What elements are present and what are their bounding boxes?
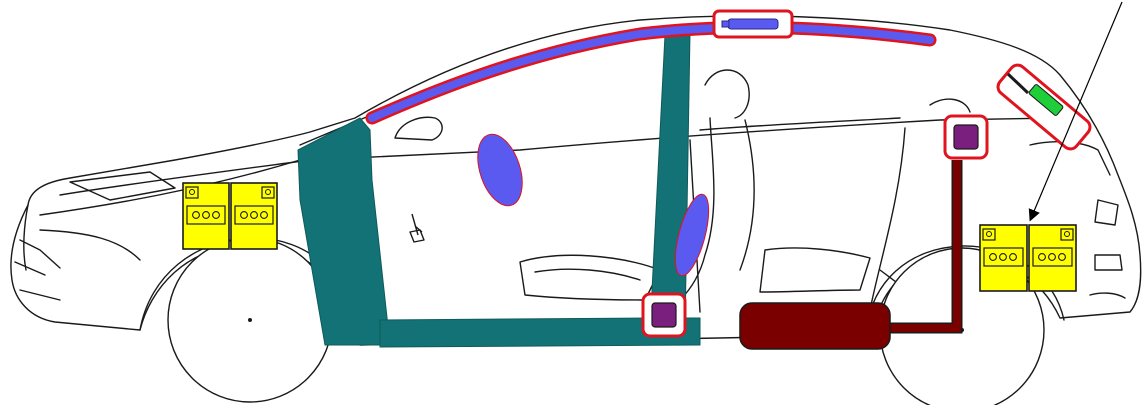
front-wheel — [167, 237, 333, 403]
door-side-airbag — [477, 133, 523, 207]
seatbelt-buckle-icon — [411, 213, 423, 236]
roof-curtain-airbag-fill — [368, 23, 934, 122]
under-floor-tank — [739, 302, 891, 350]
tank-pipe-fill — [890, 160, 961, 332]
tailgate-gas-strut — [996, 63, 1092, 151]
b-pillar — [649, 31, 691, 331]
roof-inflator — [712, 9, 794, 39]
pointer-arrow — [1028, 1, 1123, 222]
roof-curtain-airbag — [365, 20, 937, 125]
seat-side-airbag — [674, 193, 710, 277]
c-pillar-sensor-module — [943, 114, 989, 160]
a-pillar — [297, 117, 391, 346]
front-battery — [182, 182, 278, 250]
sill — [379, 317, 701, 348]
rear-battery — [979, 224, 1077, 292]
sill-sensor-module — [641, 292, 687, 338]
